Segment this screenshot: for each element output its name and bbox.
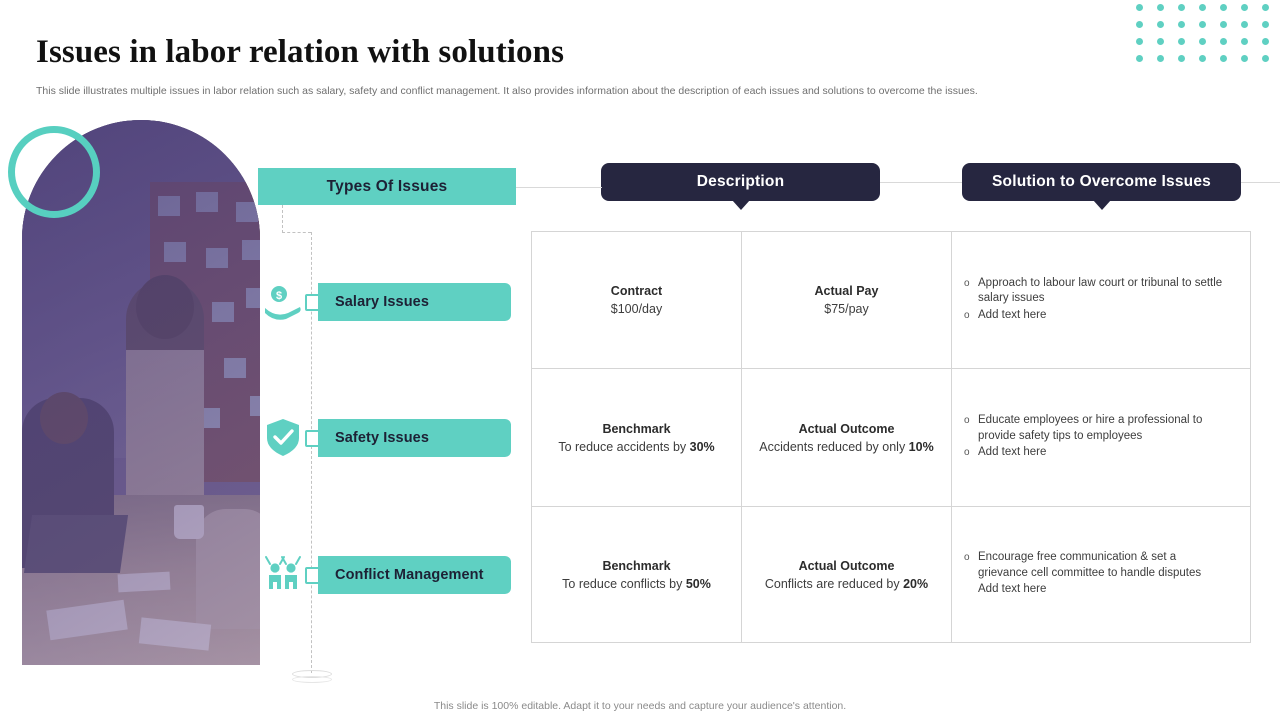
table-cell-desc-right-r1: Actual Pay $75/pay <box>742 232 951 368</box>
issue-pill-salary[interactable]: Salary Issues <box>318 283 511 321</box>
page-title: Issues in labor relation with solutions <box>36 34 565 70</box>
table-cell-desc-left-r2: Benchmark To reduce accidents by 30% <box>532 369 741 506</box>
desc-value: $100/day <box>610 302 663 316</box>
desc-highlight: 50% <box>685 576 711 591</box>
table-hline-2 <box>532 506 1250 507</box>
desc-value: $75/pay <box>824 302 869 316</box>
timeline-base-ellipse-inner <box>292 676 332 683</box>
bullet-text: Encourage free communication & set a gri… <box>978 551 1202 579</box>
bullet-text: Approach to labour law court or tribunal… <box>978 276 1223 305</box>
table-vline-2 <box>951 232 952 642</box>
desc-title: Actual Outcome <box>798 421 895 436</box>
bullet-text: Add text here <box>978 308 1047 321</box>
header-description-pointer <box>731 200 750 210</box>
desc-prefix: Accidents reduced by only <box>759 439 909 454</box>
dot-grid-decoration <box>1136 4 1280 62</box>
table-hline-1 <box>532 368 1250 369</box>
timeline-dash-segment-2 <box>282 232 311 233</box>
bullet-marker: o <box>964 447 970 458</box>
table-vline-1 <box>741 232 742 642</box>
desc-title: Contract <box>610 284 663 298</box>
desc-title: Benchmark <box>602 421 671 436</box>
table-cell-solution-r3: o Encourage free communication & set a g… <box>952 507 1251 642</box>
photo-arch <box>22 120 260 665</box>
table-cell-desc-right-r3: Actual Outcome Conflicts are reduced by … <box>742 507 951 642</box>
hand-with-coin-icon: $ <box>262 280 304 322</box>
timeline-dash-segment-3 <box>311 232 312 673</box>
table-cell-desc-left-r1: Contract $100/day <box>532 232 741 368</box>
two-people-icon <box>262 553 304 595</box>
issue-pill-conflict[interactable]: Conflict Management <box>318 556 511 594</box>
table-cell-solution-r2: o Educate employees or hire a profession… <box>952 369 1251 506</box>
svg-text:$: $ <box>276 290 282 302</box>
list-item: o Educate employees or hire a profession… <box>964 413 1229 444</box>
illustration-photo <box>22 120 260 665</box>
list-item: Add text here <box>964 582 1229 598</box>
table-cell-desc-left-r3: Benchmark To reduce conflicts by 50% <box>532 507 741 642</box>
list-item: o Add text here <box>964 308 1229 324</box>
bullet-marker: o <box>964 415 970 426</box>
header-solution-pointer <box>1092 200 1111 210</box>
list-item: o Add text here <box>964 445 1229 461</box>
bullet-marker: o <box>964 309 970 321</box>
issue-pill-safety[interactable]: Safety Issues <box>318 419 511 457</box>
bullet-marker: o <box>964 552 970 564</box>
desc-highlight: 10% <box>908 439 934 454</box>
bullet-text: Add text here <box>978 583 1047 596</box>
table-cell-desc-right-r2: Actual Outcome Accidents reduced by only… <box>742 369 951 506</box>
bullet-marker <box>964 582 978 598</box>
desc-prefix: To reduce accidents by <box>558 439 690 454</box>
bullet-text: Add text here <box>978 446 1047 458</box>
issues-table: Contract $100/day Actual Pay $75/pay o A… <box>531 231 1251 643</box>
desc-title: Actual Outcome <box>798 558 895 573</box>
list-item: o Approach to labour law court or tribun… <box>964 276 1229 307</box>
header-description: Description <box>601 163 880 210</box>
header-connector-line-1 <box>516 187 602 188</box>
desc-highlight: 20% <box>903 576 929 591</box>
desc-title: Benchmark <box>602 558 671 573</box>
desc-title: Actual Pay <box>814 284 879 298</box>
page-subtitle: This slide illustrates multiple issues i… <box>36 85 978 97</box>
header-types-of-issues: Types Of Issues <box>258 168 516 205</box>
header-solution: Solution to Overcome Issues <box>962 163 1241 210</box>
desc-highlight: 30% <box>689 439 715 454</box>
header-connector-line-2 <box>880 182 962 183</box>
header-connector-line-3 <box>1241 182 1280 183</box>
bullet-marker: o <box>964 277 970 289</box>
shield-check-icon <box>262 416 304 458</box>
timeline-dash-segment-1 <box>282 205 283 233</box>
header-description-label: Description <box>696 173 785 190</box>
desc-prefix: Conflicts are reduced by <box>764 576 904 591</box>
teal-ring-decoration <box>8 126 100 218</box>
list-item: o Encourage free communication & set a g… <box>964 550 1229 581</box>
table-cell-solution-r1: o Approach to labour law court or tribun… <box>952 232 1251 368</box>
header-solution-label: Solution to Overcome Issues <box>991 173 1211 190</box>
desc-prefix: To reduce conflicts by <box>562 576 686 591</box>
bullet-text: Educate employees or hire a professional… <box>978 414 1203 442</box>
slide-footer-note: This slide is 100% editable. Adapt it to… <box>433 700 847 712</box>
